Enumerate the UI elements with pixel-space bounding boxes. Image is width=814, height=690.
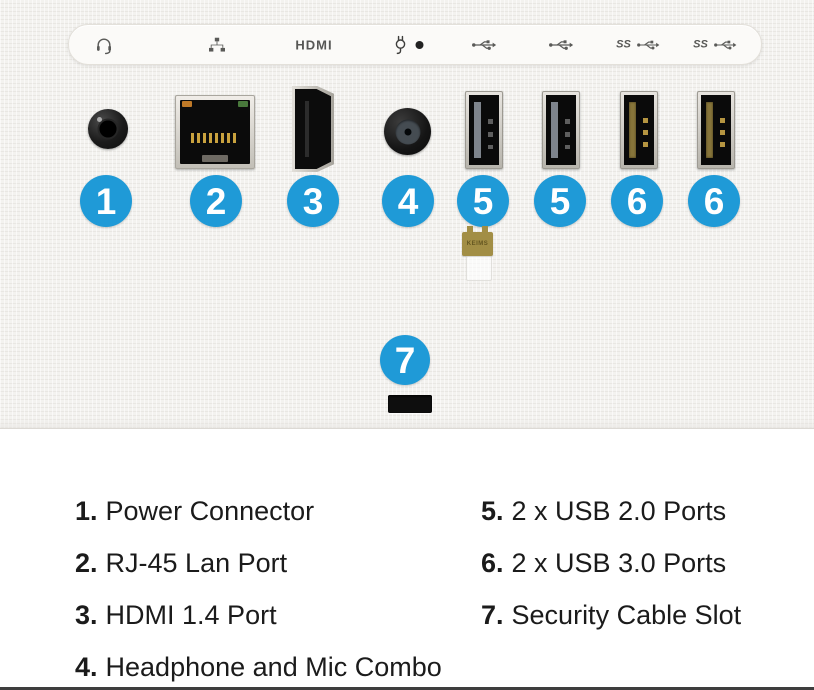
legend-label: RJ-45 Lan Port	[105, 548, 288, 578]
usb2-port	[465, 91, 503, 169]
legend-number: 3.	[75, 600, 98, 630]
legend-item-usb2: 5.2 x USB 2.0 Ports	[481, 498, 726, 525]
legend-number: 4.	[75, 652, 98, 682]
rj45-pins	[191, 133, 239, 144]
usb-contacts	[720, 111, 725, 149]
hdmi-tongue	[305, 101, 309, 157]
rj45-lan-port	[175, 95, 255, 169]
usb-cavity	[624, 95, 654, 165]
usb-contacts	[565, 111, 570, 149]
usb3-ss-icon: SS	[616, 38, 660, 51]
usb-tongue	[474, 102, 481, 158]
headset-icon	[94, 35, 114, 55]
usb-tongue	[551, 102, 558, 158]
callout-6a: 6	[611, 175, 663, 227]
legend-number: 7.	[481, 600, 504, 630]
audio-combo-jack	[88, 109, 128, 149]
rj45-led-green	[238, 101, 248, 107]
lan-icon	[208, 37, 226, 53]
power-dot	[415, 40, 424, 49]
callout-6b: 6	[688, 175, 740, 227]
legend-label: 2 x USB 2.0 Ports	[511, 496, 727, 526]
callout-7: 7	[380, 335, 430, 385]
security-cable-slot	[388, 395, 432, 413]
ss-label: SS	[616, 38, 631, 51]
callout-1: 1	[80, 175, 132, 227]
legend-item-power: 1.Power Connector	[75, 498, 314, 525]
hdmi-cavity	[295, 89, 331, 169]
ss-label: SS	[693, 38, 708, 51]
usb3-ss-icon: SS	[693, 38, 737, 51]
usb-contacts	[643, 111, 648, 149]
gold-tag-text: KEIMS	[466, 241, 489, 247]
rj45-led-amber	[182, 101, 192, 107]
legend-label: HDMI 1.4 Port	[105, 600, 277, 630]
callout-5a: 5	[457, 175, 509, 227]
usb-tongue	[706, 102, 713, 158]
callout-3: 3	[287, 175, 339, 227]
gold-tag: KEIMS	[462, 226, 493, 256]
legend-item-rj45: 2.RJ-45 Lan Port	[75, 550, 287, 577]
legend-number: 1.	[75, 496, 98, 526]
legend-label: Security Cable Slot	[511, 600, 742, 630]
legend-label: Power Connector	[105, 496, 315, 526]
port-icon-strip: HDMI	[68, 24, 762, 65]
legend-label: 2 x USB 3.0 Ports	[511, 548, 727, 578]
legend-number: 6.	[481, 548, 504, 578]
hdmi-port	[292, 86, 334, 172]
chassis-panel: HDMI	[0, 0, 814, 429]
jack-hole	[99, 120, 117, 138]
usb-icon	[471, 38, 497, 52]
power-plug-icon	[393, 35, 424, 55]
usb3-port	[620, 91, 658, 169]
legend-item-hdmi: 3.HDMI 1.4 Port	[75, 602, 277, 629]
usb-cavity	[701, 95, 731, 165]
usb-contacts	[488, 111, 493, 149]
power-jack-pin	[404, 128, 411, 135]
usb-icon	[548, 38, 574, 52]
legend-item-usb3: 6.2 x USB 3.0 Ports	[481, 550, 726, 577]
rj45-cavity	[180, 100, 250, 164]
callout-5b: 5	[534, 175, 586, 227]
legend-item-security: 7.Security Cable Slot	[481, 602, 741, 629]
usb2-port	[542, 91, 580, 169]
legend-number: 5.	[481, 496, 504, 526]
usb-cavity	[469, 95, 499, 165]
callout-4: 4	[382, 175, 434, 227]
power-connector	[384, 108, 431, 155]
callout-2: 2	[190, 175, 242, 227]
legend-number: 2.	[75, 548, 98, 578]
legend-item-headphone: 4.Headphone and Mic Combo	[75, 654, 442, 681]
legend-label: Headphone and Mic Combo	[105, 652, 442, 682]
jack-glint	[97, 117, 102, 122]
rj45-latch	[202, 155, 228, 162]
tag-plastic-clip	[466, 256, 492, 281]
bottom-border	[0, 687, 814, 690]
usb-tongue	[629, 102, 636, 158]
hdmi-logo: HDMI	[295, 37, 333, 52]
usb-cavity	[546, 95, 576, 165]
usb3-port	[697, 91, 735, 169]
